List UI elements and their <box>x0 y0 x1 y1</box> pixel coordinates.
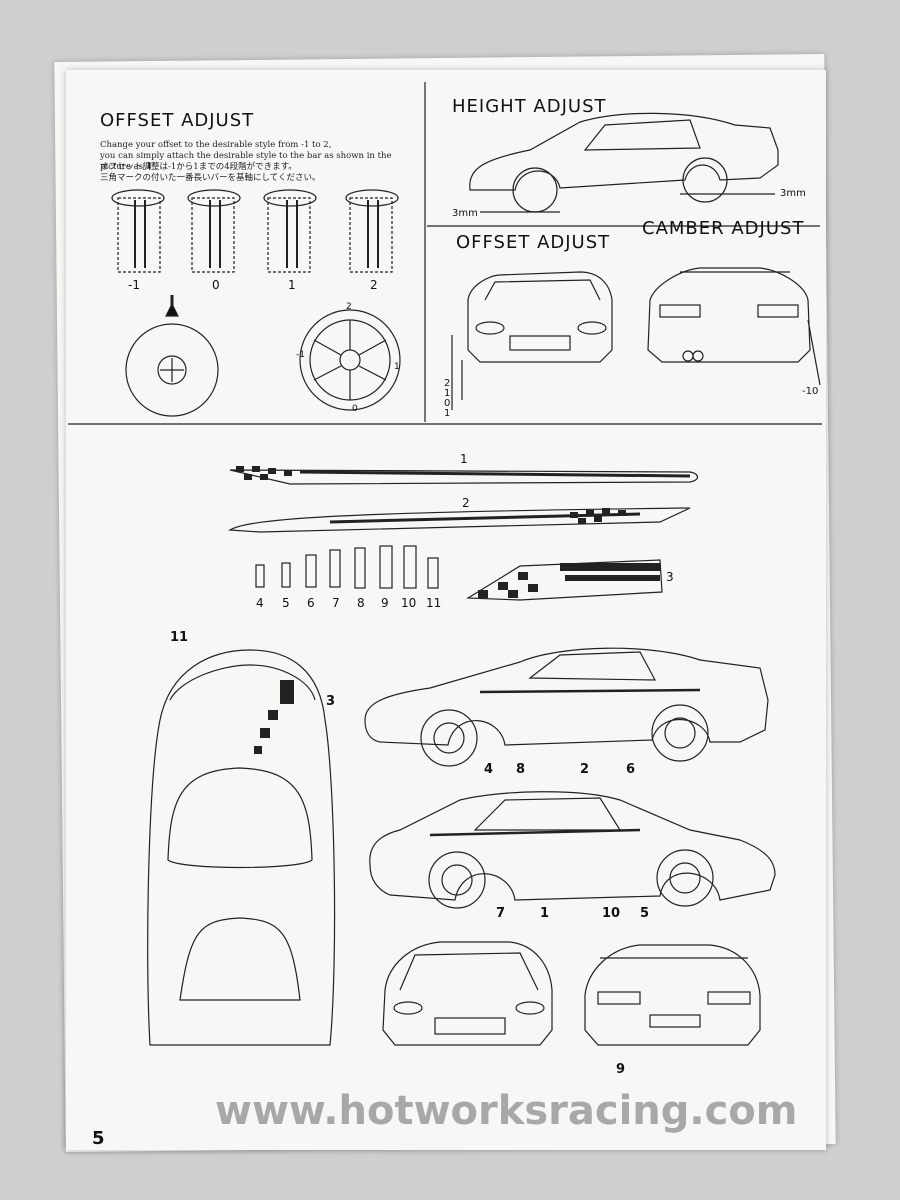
wheel-diagram <box>299 309 401 411</box>
offset-bars <box>134 200 379 268</box>
wheel-mark: 1 <box>394 362 400 372</box>
side-view-car-1 <box>364 647 769 767</box>
front-view-car <box>382 941 553 1046</box>
height-adjust-title: HEIGHT ADJUST <box>452 96 607 117</box>
height-car-side <box>469 112 779 213</box>
side-view-car-2 <box>369 791 776 909</box>
offset-right-step: 1 <box>444 388 451 399</box>
wheel-mark: -1 <box>296 350 305 360</box>
decal-number: 9 <box>381 596 389 610</box>
offset-adjust-title: OFFSET ADJUST <box>100 110 255 131</box>
offset-bar-diagrams <box>117 197 393 273</box>
hub-diagram <box>125 295 219 417</box>
side1-label: 4 <box>484 762 494 777</box>
decal-2-label: 2 <box>462 496 470 510</box>
offset-instruction-jp-1: オフセット調整は-1から1までの4段階ができます。 <box>100 162 297 172</box>
side2-label: 1 <box>540 906 550 921</box>
rear-label-9: 9 <box>616 1062 626 1077</box>
decal-number: 4 <box>256 596 264 610</box>
decal-flag-3 <box>466 559 663 601</box>
side2-label: 7 <box>496 906 506 921</box>
offset-instruction-2: you can simply attach the desirable styl… <box>100 151 392 172</box>
checker-patterns <box>236 466 660 754</box>
offset-instruction-jp-2: 三角マークの付いた一番長いバーを基軸にしてください。 <box>100 173 321 183</box>
instruction-sheet <box>66 70 826 1150</box>
offset-instruction-1: Change your offset to the desirable styl… <box>100 140 332 150</box>
website-url: www.hotworksracing.com <box>215 1088 798 1134</box>
offset-step-label: 0 <box>212 278 220 292</box>
side1-label: 8 <box>516 762 526 777</box>
wheel-mark: 0 <box>352 404 358 414</box>
small-decals <box>255 545 439 589</box>
offset-right-step: 0 <box>444 398 451 409</box>
wheel-mark: 2 <box>346 302 352 312</box>
front-view-offset <box>451 271 613 410</box>
height-dim-right: 3mm <box>780 188 806 199</box>
decal-number: 8 <box>357 596 365 610</box>
decal-number: 5 <box>282 596 290 610</box>
decal-number: 7 <box>332 596 340 610</box>
height-dim-left: 3mm <box>452 208 478 219</box>
side2-label: 10 <box>602 906 621 921</box>
decal-number: 11 <box>426 596 442 610</box>
decal-3-label: 3 <box>666 570 674 584</box>
camber-adjust-title: CAMBER ADJUST <box>642 218 805 239</box>
offset-step-label: 1 <box>288 278 296 292</box>
rear-view-camber <box>647 267 821 386</box>
side1-label: 2 <box>580 762 590 777</box>
decal-1-label: 1 <box>460 452 468 466</box>
rear-view-car <box>584 944 761 1046</box>
camber-value: -10 <box>802 386 819 397</box>
top-view-car <box>147 649 336 1046</box>
offset-step-label: -1 <box>128 278 140 292</box>
decal-number: 10 <box>401 596 417 610</box>
page-number: 5 <box>92 1128 105 1149</box>
offset-right-step: 1 <box>444 408 451 419</box>
top-view-label-11: 11 <box>170 630 189 645</box>
side1-label: 6 <box>626 762 636 777</box>
decal-stripe-1 <box>229 469 699 485</box>
top-view-label-3: 3 <box>326 694 336 709</box>
offset-adjust-title-right: OFFSET ADJUST <box>456 232 611 253</box>
decal-number: 6 <box>307 596 315 610</box>
side2-label: 5 <box>640 906 650 921</box>
offset-right-step: 2 <box>444 378 451 389</box>
offset-step-label: 2 <box>370 278 378 292</box>
